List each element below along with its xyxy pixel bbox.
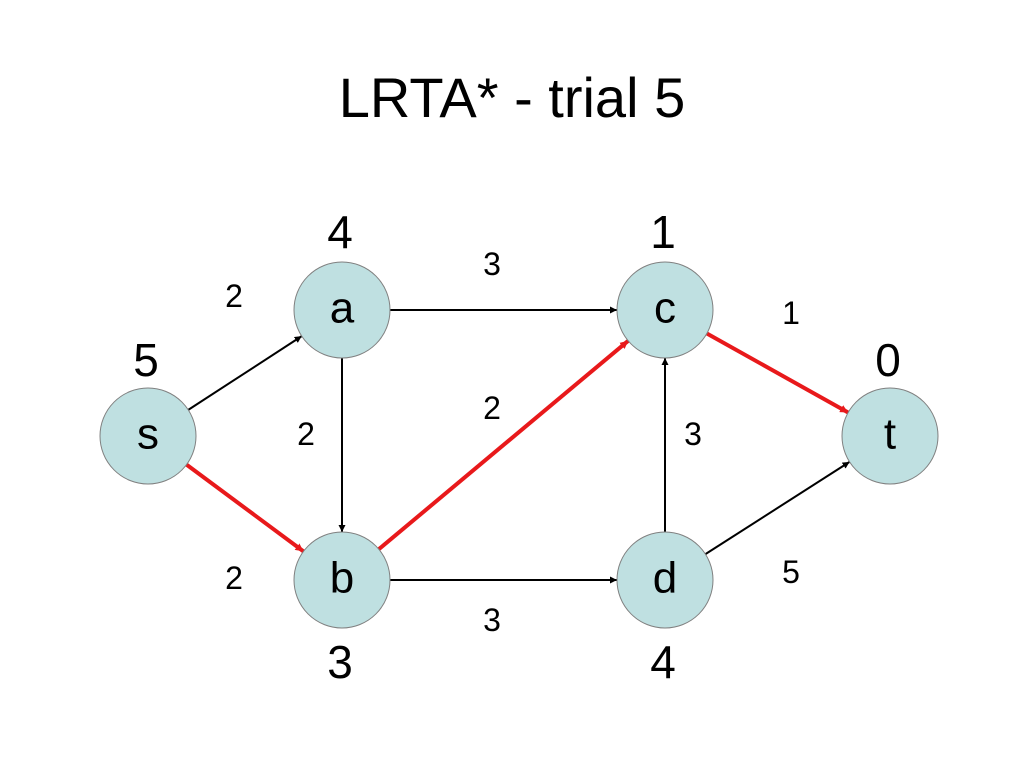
edge-weight-d-t: 5 (782, 554, 800, 590)
edge-weight-d-c: 3 (684, 416, 702, 452)
node-a: a4 (293, 206, 391, 359)
node-heuristic-b: 3 (327, 636, 353, 688)
edge-b-c (377, 339, 630, 551)
node-heuristic-a: 4 (327, 206, 353, 258)
node-t: t0 (841, 334, 939, 485)
edge-weight-s-a: 2 (225, 278, 243, 314)
node-heuristic-d: 4 (650, 636, 676, 688)
edge-s-b (185, 463, 305, 553)
node-circle-t (841, 387, 939, 485)
node-s: s5 (99, 334, 197, 485)
node-b: b3 (293, 531, 391, 688)
node-label-d: d (653, 554, 677, 603)
node-label-a: a (330, 284, 355, 333)
node-circle-a (293, 261, 391, 359)
node-heuristic-c: 1 (650, 206, 676, 258)
node-label-t: t (884, 410, 896, 459)
edge-weight-b-d: 3 (483, 602, 501, 638)
edge-weight-a-b: 2 (297, 416, 315, 452)
node-d: d4 (616, 531, 714, 688)
node-label-c: c (654, 284, 676, 333)
edges-layer: 2 2 3 2 2 3 3 1 5 (185, 246, 851, 638)
node-label-b: b (330, 554, 354, 603)
node-circle-c (616, 261, 714, 359)
node-heuristic-s: 5 (133, 334, 159, 386)
node-label-s: s (137, 410, 159, 459)
edge-weight-c-t: 1 (782, 295, 800, 331)
node-circle-s (99, 387, 197, 485)
edge-weight-a-c: 3 (483, 246, 501, 282)
edge-c-t (705, 331, 850, 415)
edge-d-t (704, 461, 851, 555)
node-circle-d (616, 531, 714, 629)
node-c: c1 (616, 206, 714, 359)
slide-title: LRTA* - trial 5 (338, 66, 686, 129)
edge-weight-b-c: 2 (483, 390, 501, 426)
node-heuristic-t: 0 (875, 334, 901, 386)
node-circle-b (293, 531, 391, 629)
edge-weight-s-b: 2 (225, 560, 243, 596)
edge-s-a (187, 335, 303, 411)
